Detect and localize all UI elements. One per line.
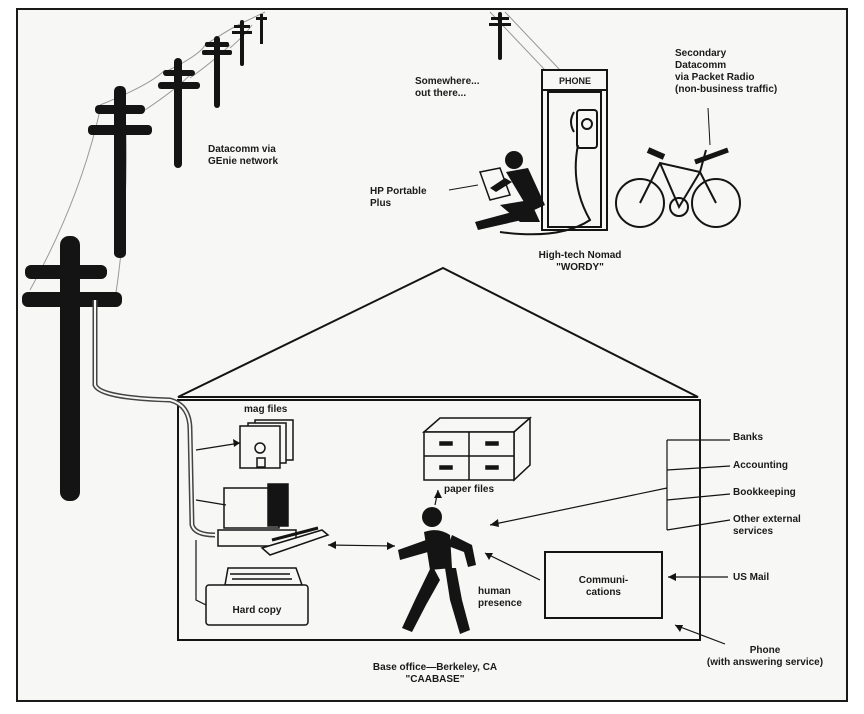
computer-icon [217, 483, 330, 556]
banks-label: Banks [733, 432, 764, 443]
person-icon [398, 507, 476, 634]
phone-answering-label: Phone (with answering service) [706, 645, 824, 668]
phone-booth-icon [499, 69, 608, 236]
mag-files-label: mag files [244, 404, 288, 415]
human-presence-label: human presence [478, 586, 522, 609]
floppy-disk-icon [239, 419, 294, 469]
services-bracket [666, 439, 731, 531]
printer-icon [205, 567, 309, 626]
telephone-pole-icon [256, 14, 267, 44]
somewhere-label: Somewhere... out there... [415, 76, 480, 99]
datacomm-genie-label: Datacomm via GEnie network [208, 144, 279, 167]
communications-box [544, 551, 663, 619]
accounting-label: Accounting [733, 460, 788, 471]
nomad-caption: High-tech Nomad "WORDY" [538, 250, 622, 273]
person-icon [475, 151, 545, 230]
telephone-pole-icon [489, 12, 511, 60]
base-office-house [177, 266, 701, 641]
telephone-pole-icon [158, 58, 200, 168]
packet-radio-label: Secondary Datacomm via Packet Radio (non… [675, 48, 778, 95]
telephone-pole-icon [232, 20, 252, 66]
hard-copy-label: Hard copy [232, 605, 282, 616]
other-services-label: Other external services [733, 514, 801, 537]
paper-files-label: paper files [444, 484, 495, 495]
us-mail-label: US Mail [733, 572, 770, 583]
bicycle-icon [615, 147, 741, 228]
base-office-caption: Base office—Berkeley, CA "CAABASE" [372, 662, 498, 685]
telephone-pole-icon [202, 36, 232, 108]
hp-portable-label: HP Portable Plus [370, 186, 427, 209]
communications-label: Communi- cations [578, 575, 629, 598]
telephone-pole-icon [88, 86, 152, 258]
phone-sign: PHONE [558, 76, 591, 86]
bookkeeping-label: Bookkeeping [733, 487, 796, 498]
laptop-icon [479, 167, 511, 201]
file-cabinet-icon [422, 416, 532, 482]
